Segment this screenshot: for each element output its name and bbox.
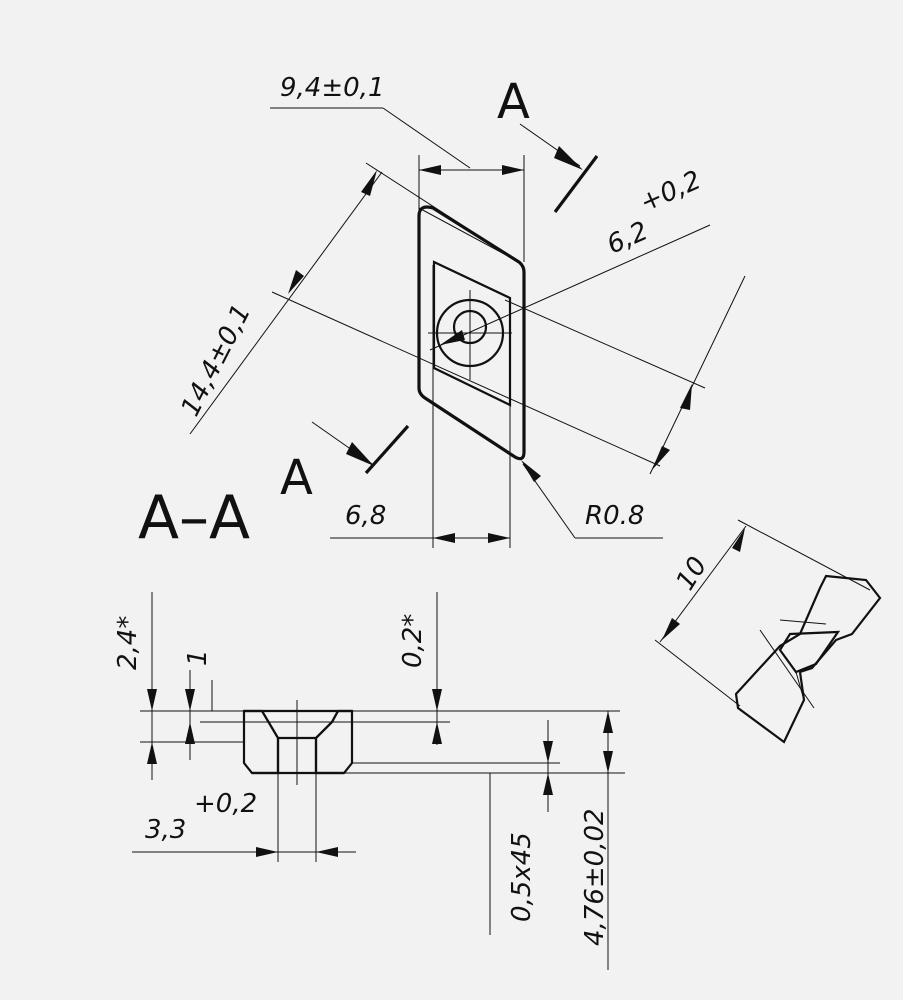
section-mark-bottom: A xyxy=(280,421,410,506)
dim-counterbore: 0,2* xyxy=(398,592,442,745)
dim-width-top: 9,4±0,1 xyxy=(270,73,525,262)
dim-width-bottom: 6,8 xyxy=(330,265,511,548)
dim-chamfer-depth: 2,4* xyxy=(113,592,157,780)
insert-section-view: 10 xyxy=(654,519,882,744)
section-left-body xyxy=(242,709,280,775)
dim-chamfer-depth-label: 2,4* xyxy=(113,616,143,670)
dim-counterbore-label: 0,2* xyxy=(398,614,428,668)
dim-radius-label: R0.8 xyxy=(585,501,644,531)
dim-chamfer-label: 0,5x45 xyxy=(507,832,537,922)
insert-outline xyxy=(417,205,526,461)
section-mark-top: A xyxy=(497,74,599,213)
dim-land: 1 xyxy=(183,649,213,760)
dim-thickness: 4,76±0,02 xyxy=(580,711,613,970)
dim-hole-label: 3,3 xyxy=(145,815,186,845)
dim-diagonal-label: 14,4±0,1 xyxy=(176,300,258,421)
section-label-top: A xyxy=(497,74,530,130)
dim-thickness-label: 4,76±0,02 xyxy=(580,808,610,946)
dim-width-top-label: 9,4±0,1 xyxy=(280,73,384,103)
dim-hole-diameter-tol: +0,2 xyxy=(636,165,706,218)
dim-width-bottom-label: 6,8 xyxy=(345,501,386,531)
dim-land-label: 1 xyxy=(183,649,213,666)
dim-right-side xyxy=(504,275,746,475)
insert-top-view xyxy=(417,205,526,461)
section-title: A–A xyxy=(138,483,250,553)
dim-side-width-label: 10 xyxy=(670,552,713,596)
dim-hole-tol: +0,2 xyxy=(194,789,257,819)
dim-chamfer: 0,5x45 xyxy=(489,720,553,935)
dim-radius: R0.8 xyxy=(521,460,663,539)
section-hatched-body xyxy=(734,574,882,744)
section-label-bottom: A xyxy=(280,450,313,506)
dim-hole: 3,3 +0,2 xyxy=(132,773,356,862)
section-a-a-view xyxy=(242,700,354,785)
